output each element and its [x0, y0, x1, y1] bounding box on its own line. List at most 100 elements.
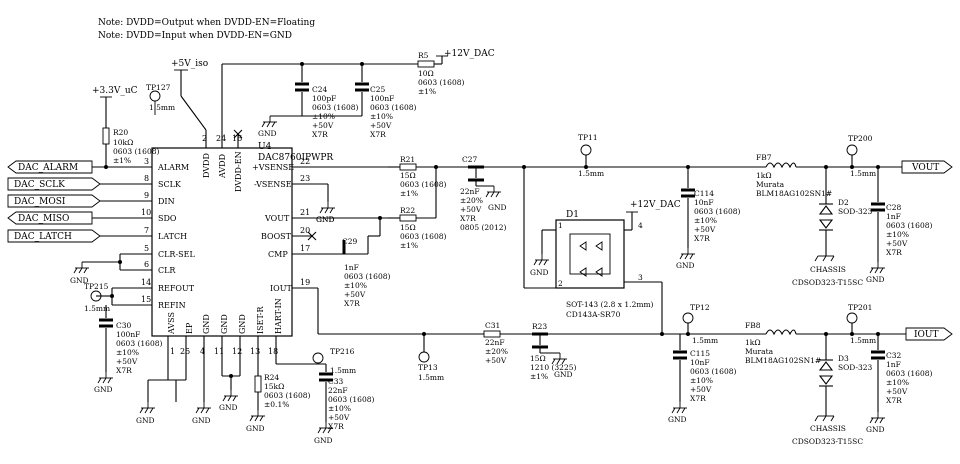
pin-num: 16	[232, 134, 242, 143]
c27-dielectric: X7R	[460, 214, 476, 223]
c25-package: 0603 (1608)	[370, 103, 416, 112]
c33-package: 0603 (1608)	[328, 395, 374, 404]
c25-dielectric: X7R	[370, 130, 386, 139]
pin-name: EP	[185, 322, 194, 334]
gnd-label: GND	[866, 425, 885, 434]
c27-ref: C27	[462, 155, 478, 164]
pin-num: 7	[144, 226, 149, 235]
c25-ref: C25	[370, 85, 386, 94]
tp200-ref: TP200	[848, 134, 873, 143]
c114-voltage: +50V	[694, 225, 716, 234]
d1-pin-1: 1	[558, 221, 563, 230]
c114-dielectric: X7R	[694, 234, 710, 243]
fb7-ref: FB7	[756, 153, 772, 162]
r5-value: 10Ω	[418, 69, 434, 78]
c29-voltage: +50V	[344, 290, 366, 299]
pin-name: -VSENSE	[254, 180, 292, 189]
ic-ref: U4	[258, 142, 272, 152]
c27-value: 22nF	[460, 187, 480, 196]
tp215-size: 1.5mm	[84, 304, 110, 313]
signal-ports: DAC_ALARM DAC_SCLK DAC_MOSI DAC_MISO DAC…	[7, 160, 132, 243]
pin-num: 19	[300, 278, 310, 287]
c29-tolerance: ±10%	[344, 281, 367, 290]
port-dac-mosi: DAC_MOSI	[14, 197, 66, 207]
c33-value: 22nF	[328, 386, 348, 395]
r5-ref: R5	[418, 51, 429, 60]
ic-part: DAC8760IPWPR	[258, 153, 333, 163]
tvs-part-1: CDSOD323-T15SC	[792, 278, 863, 287]
pin-num: 4	[200, 347, 205, 356]
c30-tolerance: ±10%	[116, 348, 139, 357]
pin-name: DIN	[158, 197, 175, 206]
c27-package: 0805 (2012)	[460, 223, 506, 232]
r21-package: 0603 (1608)	[400, 180, 446, 189]
tvs-diodes: D2 SOD-323 D3 SOD-323 CHASSIS CDSOD323-T…	[792, 165, 873, 446]
tp200-size: 1.5mm	[850, 169, 876, 178]
pin-num: 20	[300, 226, 310, 235]
c115-dielectric: X7R	[690, 394, 706, 403]
d2-package: SOD-323	[838, 207, 873, 216]
c33-voltage: +50V	[328, 413, 350, 422]
c32-value: 1nF	[886, 360, 901, 369]
d1-part: CD143A-SR70	[566, 310, 621, 319]
r22-ref: R22	[400, 206, 415, 215]
r5-package: 0603 (1608)	[418, 78, 464, 87]
note-line-1: Note: DVDD=Output when DVDD-EN=Floating	[98, 18, 315, 28]
port-dac-miso: DAC_MISO	[18, 214, 69, 224]
d1-array: D1 1 2 3 4 SOT-143 (2.8 x 1.2mm) CD143A-…	[522, 165, 681, 336]
fb8-maker: Murata	[745, 347, 774, 356]
tp12-size: 1.5mm	[692, 336, 718, 345]
fb8-ref: FB8	[745, 321, 761, 330]
r21-r22: R21 15Ω 0603 (1608) ±1% R22 15Ω 0603 (16…	[388, 155, 446, 250]
tp127: TP127 1.5mm	[146, 83, 175, 115]
iout-path: TP13 1.5mm C31 22nF ±20% +50V R23 15Ω 12…	[317, 288, 852, 382]
r21-ref: R21	[400, 155, 415, 164]
pin-name: AVSS	[167, 312, 176, 335]
gnd-label: GND	[668, 415, 687, 424]
pin-num: 1	[170, 347, 175, 356]
tp11-ref: TP11	[578, 133, 598, 142]
tp127-ref: TP127	[146, 83, 171, 92]
port-dac-alarm: DAC_ALARM	[18, 163, 78, 173]
c114-tolerance: ±10%	[694, 216, 717, 225]
pin-num: 22	[300, 157, 310, 166]
tp13-ref: TP13	[418, 363, 438, 372]
r20-package: 0603 (1608)	[113, 147, 159, 156]
c28-package: 0603 (1608)	[886, 221, 932, 230]
c24-package: 0603 (1608)	[312, 103, 358, 112]
c28-value: 1nF	[886, 212, 901, 221]
pin-num: 11	[214, 347, 224, 356]
pin-name: CLR	[158, 266, 176, 275]
rail-12v-label: +12V_DAC	[444, 49, 495, 59]
pin-num: 23	[300, 174, 310, 183]
pin-name: DVDD	[202, 153, 211, 178]
r20-tolerance: ±1%	[113, 156, 131, 165]
rail-5v-iso: +5V_iso	[171, 59, 208, 131]
pin-name: SDO	[158, 214, 177, 223]
gnd-label: GND	[136, 416, 155, 425]
r23-tolerance: +50V	[485, 356, 507, 365]
tp13-size: 1.5mm	[418, 373, 444, 382]
c32-ref: C32	[886, 351, 902, 360]
gnd-label: GND	[866, 275, 885, 284]
pin-name: GND	[238, 314, 247, 334]
d1-package: SOT-143 (2.8 x 1.2mm)	[566, 300, 654, 309]
gnd-label: GND	[192, 416, 211, 425]
c28-voltage: +50V	[886, 239, 908, 248]
r24-ref: R24	[264, 373, 279, 382]
c31-ref: R23	[532, 322, 547, 331]
c28-tolerance: ±10%	[886, 230, 909, 239]
iset-hart: GND GND GND GND GND R24 15kΩ 0603 (1608)…	[136, 347, 374, 445]
pin-num: 5	[144, 244, 149, 253]
r22-tolerance: ±1%	[400, 241, 418, 250]
pin-name: +VSENSE	[252, 163, 294, 172]
c27: C27 22nF ±20% +50V X7R 0805 (2012) GND	[436, 155, 852, 232]
vsense-minus-gnd: GND	[316, 184, 336, 224]
ic-top-pins: 2 DVDD 24 AVDD 16 DVDD-EN	[202, 64, 243, 192]
pin-name: VOUT	[264, 214, 290, 223]
note-line-2: Note: DVDD=Input when DVDD-EN=GND	[98, 31, 292, 41]
c31-voltage: ±1%	[530, 372, 548, 381]
pin-num: 13	[250, 347, 260, 356]
d2-ref: D2	[838, 198, 849, 207]
tp215-ref: TP215	[84, 282, 109, 291]
